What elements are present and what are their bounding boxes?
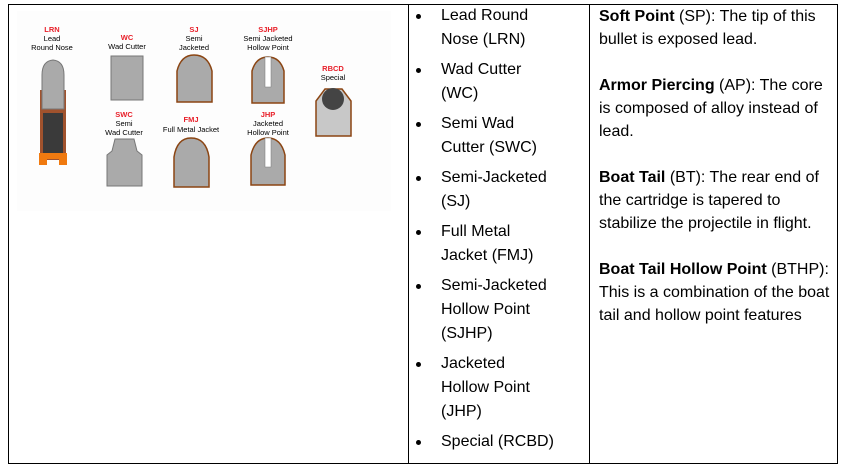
label-name: Wad Cutter — [108, 42, 146, 51]
definition: Soft Point (SP): The tip of this bullet … — [599, 5, 831, 51]
definition: Boat Tail (BT): The rear end of the cart… — [599, 166, 831, 235]
label-code: WC — [121, 33, 134, 42]
wc-bullet — [110, 55, 144, 101]
fmj-bullet — [173, 137, 210, 188]
swc-bullet — [106, 138, 143, 187]
list-item: Semi-Jacketed Hollow Point (SJHP) — [416, 274, 551, 346]
bullet-type-list: Lead Round Nose (LRN) Wad Cutter (WC) Se… — [416, 4, 586, 460]
label-name: Hollow Point — [247, 128, 290, 137]
label-name: Round Nose — [31, 43, 73, 52]
label-code: SWC — [115, 110, 133, 119]
definition: Boat Tail Hollow Point (BTHP): This is a… — [599, 258, 831, 327]
label-code: LRN — [44, 25, 59, 34]
label-code: JHP — [261, 110, 276, 119]
sjhp-bullet — [251, 56, 285, 104]
label-name: Full Metal Jacket — [163, 125, 220, 134]
term: Boat Tail — [599, 169, 666, 186]
bullet-types-image: LRN Lead Round Nose WC Wad Cutter SJ Sem… — [17, 11, 391, 211]
label-code: SJ — [189, 25, 198, 34]
list-item: Jacketed Hollow Point (JHP) — [416, 352, 541, 424]
label-name: Jacketed — [253, 119, 283, 128]
list-item: Semi Wad Cutter (SWC) — [416, 112, 551, 160]
list-item: Wad Cutter (WC) — [416, 58, 541, 106]
description: (BTHP): This is a combination of the boa… — [599, 261, 830, 324]
label-code: FMJ — [184, 115, 199, 124]
description: (BT): The rear end of the cartridge is t… — [599, 169, 819, 232]
term: Boat Tail Hollow Point — [599, 261, 767, 278]
label-code: SJHP — [258, 25, 278, 34]
label-name: Hollow Point — [247, 43, 290, 52]
definition: Armor Piercing (AP): The core is compose… — [599, 74, 831, 143]
label-name: Semi — [115, 119, 132, 128]
list-item: Semi-Jacketed (SJ) — [416, 166, 561, 214]
column-divider — [589, 5, 590, 463]
label-name: Semi Jacketed — [243, 34, 292, 43]
label-name: Special — [321, 73, 346, 82]
description: (AP): The core is composed of alloy inst… — [599, 77, 823, 140]
table: LRN Lead Round Nose WC Wad Cutter SJ Sem… — [8, 4, 838, 464]
label-name: Wad Cutter — [105, 128, 143, 137]
label-code: RBCD — [322, 64, 344, 73]
list-item: Lead Round Nose (LRN) — [416, 4, 551, 52]
description: (SP): The tip of this bullet is exposed … — [599, 8, 816, 48]
rbcd-bullet — [315, 88, 352, 137]
column-divider — [408, 5, 409, 463]
term: Armor Piercing — [599, 77, 715, 94]
label-name: Lead — [44, 34, 61, 43]
lrn-cartridge — [39, 59, 67, 165]
jhp-bullet — [250, 137, 286, 186]
list-item: Full Metal Jacket (FMJ) — [416, 220, 541, 268]
list-item: Special (RCBD) — [416, 430, 581, 454]
label-name: Semi — [185, 34, 202, 43]
sj-bullet — [176, 54, 213, 103]
definitions: Soft Point (SP): The tip of this bullet … — [599, 5, 831, 350]
label-name: Jacketed — [179, 43, 209, 52]
term: Soft Point — [599, 8, 675, 25]
